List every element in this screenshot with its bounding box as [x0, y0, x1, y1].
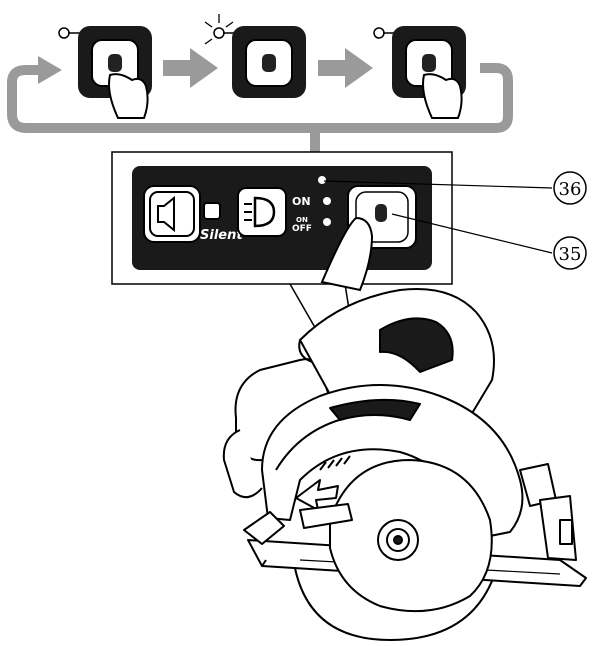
- callout-35-number: 35: [559, 244, 582, 265]
- light-offon-lamp-icon: [323, 218, 331, 226]
- silent-lamp-icon: [203, 202, 221, 220]
- light-on-label: ON: [292, 195, 311, 208]
- silent-mode-button: [143, 185, 201, 243]
- callout-36-number: 36: [559, 179, 582, 200]
- light-icon: [253, 196, 276, 228]
- control-panel: Silent ON ON OFF: [132, 166, 432, 292]
- arrow-right-icon: [318, 48, 373, 88]
- finger-press-icon: [108, 73, 149, 119]
- lamp-off-icon: [58, 27, 70, 39]
- arrow-right-icon: [163, 48, 218, 88]
- step-2-button: [204, 14, 306, 98]
- lamp-blinking-icon: [204, 14, 234, 45]
- finger-press-icon: [422, 73, 463, 119]
- light-on-lamp-icon: [323, 197, 331, 205]
- step-1-button: [58, 26, 152, 119]
- callout-36: 36: [323, 171, 587, 205]
- wireless-activation-button-icon: [375, 204, 387, 222]
- callout-35: 35: [391, 213, 587, 270]
- light-button: [237, 187, 287, 237]
- circular-saw-icon: [222, 287, 587, 641]
- light-off-label: OFF: [292, 224, 312, 234]
- silent-label: Silent: [200, 228, 243, 243]
- step-3-button: [373, 26, 466, 119]
- speaker-icon: [157, 195, 175, 233]
- light-offon-label: ON: [296, 216, 308, 224]
- finger-press-icon: [320, 216, 374, 292]
- lamp-off-icon: [373, 27, 385, 39]
- indicator-lamp-icon: [318, 176, 326, 184]
